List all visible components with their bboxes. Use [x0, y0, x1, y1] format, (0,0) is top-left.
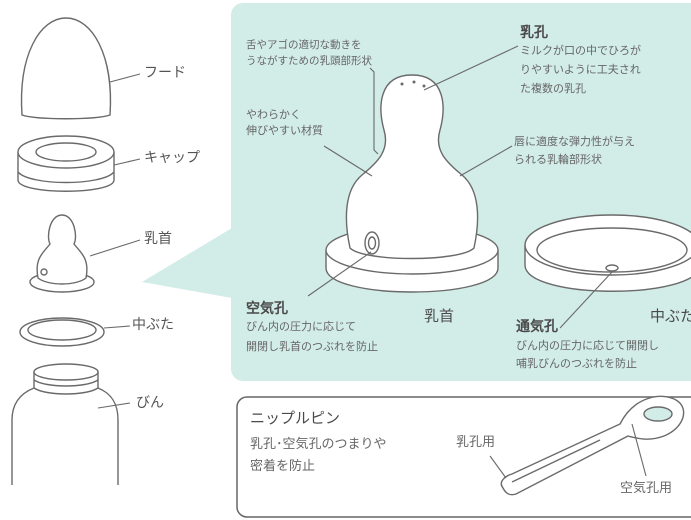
- large-inner-lid-label: 中ぶた: [650, 307, 691, 325]
- leader-lines: [89, 45, 647, 479]
- hood-label: フード: [144, 65, 186, 81]
- pin-air-hole-label: 空気孔用: [620, 481, 673, 496]
- nipple-label: 乳首: [144, 231, 172, 247]
- tip-desc-line-1: 舌やアゴの適切な動きを: [246, 39, 362, 51]
- nipple-hole-title: 乳孔: [520, 25, 548, 41]
- areola-desc-line-2: られる乳輪部形状: [514, 153, 602, 166]
- nipple-hole-desc-line-2: りやすいように工夫され: [520, 63, 641, 76]
- vent-desc-line-2: 哺乳びんのつぶれを防止: [516, 357, 637, 370]
- bottle-illustration: [11, 363, 119, 485]
- areola-desc-line-1: 唇に適度な弾力性が与え: [514, 135, 635, 148]
- soft-desc-line-2: 伸びやすい材質: [246, 124, 323, 137]
- hood-illustration: [20, 17, 112, 120]
- air-hole-title: 空気孔: [246, 301, 288, 317]
- nipple-hole-desc-line-3: た複数の乳孔: [520, 82, 586, 95]
- nipple-pin-desc-line-1: 乳孔･空気孔のつまりや: [250, 437, 387, 452]
- large-nipple-label: 乳首: [424, 307, 455, 325]
- vent-desc-line-1: びん内の圧力に応じて開閉し: [516, 339, 659, 352]
- vent-title: 通気孔: [516, 319, 558, 335]
- nipple-hole-desc-line-1: ミルクが口の中でひろが: [520, 44, 641, 57]
- nipple-pin-illustration: [500, 395, 685, 496]
- soft-desc-line-1: やわらかく: [246, 108, 301, 121]
- air-hole-desc-line-2: 開閉し乳首のつぶれを防止: [246, 340, 378, 353]
- bottle-label: びん: [136, 395, 164, 411]
- nipple-pin-title: ニップルピン: [250, 409, 341, 427]
- large-inner-lid-illustration: [524, 214, 691, 292]
- tip-desc-line-2: うながすための乳頭部形状: [246, 55, 372, 67]
- pin-nipple-hole-label: 乳孔用: [456, 435, 496, 450]
- nipple-illustration: [29, 214, 95, 293]
- cap-illustration: [17, 135, 115, 192]
- inner-lid-illustration: [19, 317, 105, 347]
- nipple-pin-box: [236, 396, 691, 518]
- cap-label: キャップ: [144, 150, 200, 166]
- large-nipple-illustration: [325, 74, 499, 293]
- nipple-pin-desc-line-2: 密着を防止: [250, 459, 316, 474]
- air-hole-desc-line-1: びん内の圧力に応じて: [246, 320, 356, 333]
- inner-lid-label: 中ぶた: [132, 317, 174, 333]
- nipple-hole-dots: [400, 80, 426, 88]
